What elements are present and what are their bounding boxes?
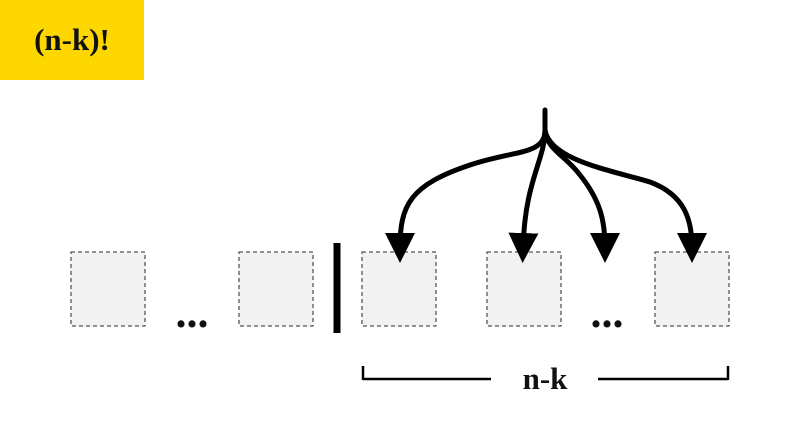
title-badge: (n-k)!: [0, 0, 144, 80]
bracket: [361, 366, 730, 381]
branch-arrows: [385, 107, 707, 263]
arrow-to-box-4: [508, 127, 548, 263]
slot-box-1: [70, 251, 146, 327]
slot-box-3: [361, 251, 437, 327]
slot-box-2: [238, 251, 314, 327]
slot-box-5: [654, 251, 730, 327]
arrow-to-box-5: [542, 127, 707, 263]
bracket-label: n-k: [522, 361, 568, 396]
slot-box-4: [486, 251, 562, 327]
ellipsis-right: ...: [591, 288, 624, 337]
ellipsis-left: ...: [176, 288, 209, 337]
title-text: (n-k)!: [34, 22, 110, 57]
arrow-to-box-3: [385, 127, 548, 263]
